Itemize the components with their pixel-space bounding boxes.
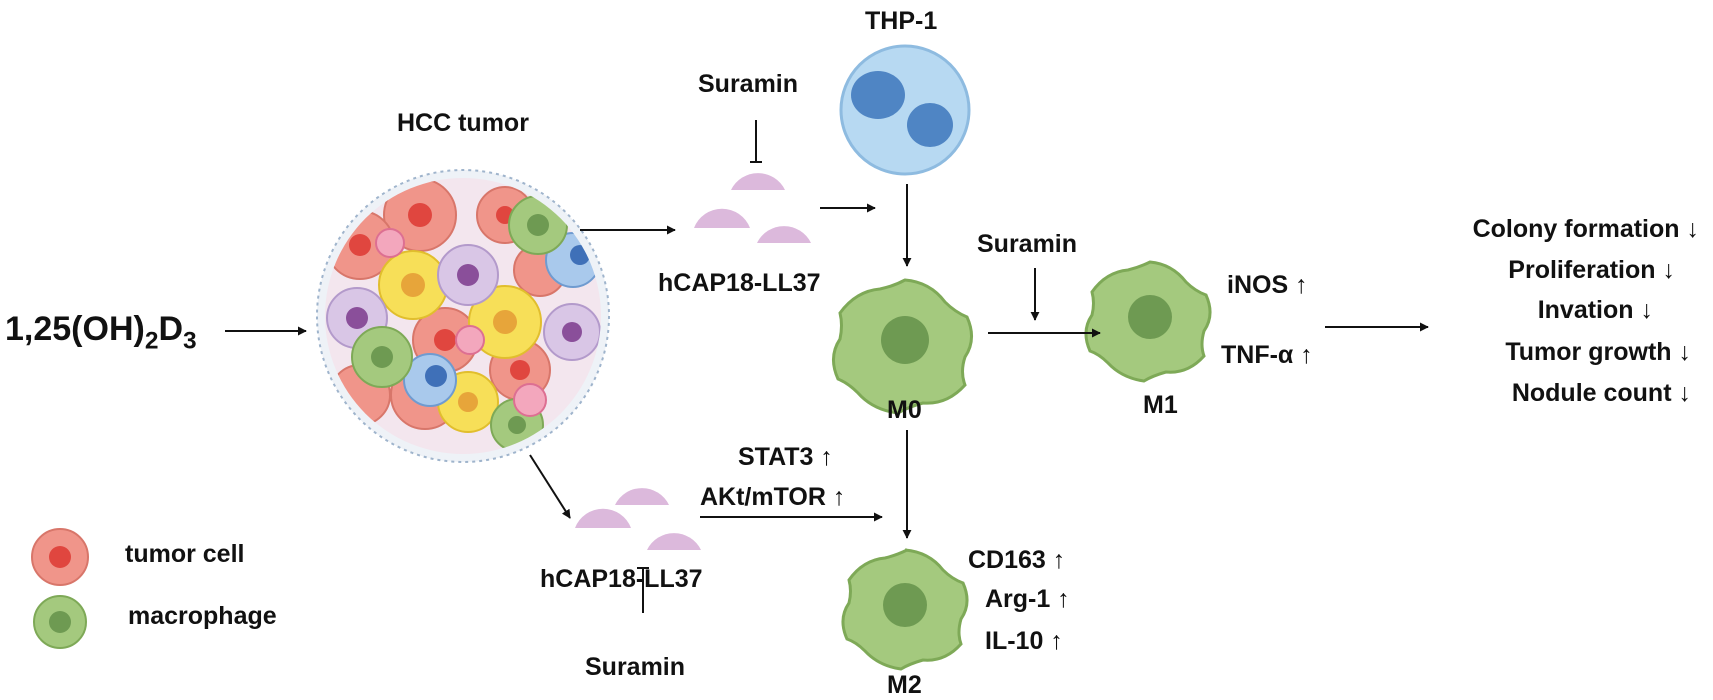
legend-macrophage-label: macrophage bbox=[128, 602, 277, 630]
legend-macrophage-icon bbox=[33, 595, 87, 649]
peptide-group-bottom bbox=[575, 488, 701, 550]
m1-marker-inos: iNOS ↑ bbox=[1227, 273, 1308, 298]
compound-prefix: 1,25(OH) bbox=[5, 310, 145, 348]
up-arrow-icon: ↑ bbox=[1052, 546, 1066, 574]
outcome-tumor-growth: Tumor growth ↓ bbox=[1505, 340, 1691, 365]
m2-marker-arg1-text: Arg-1 bbox=[985, 585, 1051, 613]
outcome-invation: Invation ↓ bbox=[1538, 298, 1653, 323]
up-arrow-icon: ↑ bbox=[1300, 341, 1313, 369]
macrophage-m2 bbox=[841, 548, 969, 671]
up-arrow-icon: ↑ bbox=[1295, 271, 1308, 299]
m1-label: M1 bbox=[1143, 391, 1178, 419]
peptide-bottom-label: hCAP18-LL37 bbox=[540, 565, 703, 593]
outcome-text: Invation bbox=[1537, 296, 1634, 324]
hcc-tumor-mass bbox=[316, 169, 610, 463]
akt-mtor-text: AKt/mTOR bbox=[700, 483, 826, 511]
suramin-top-label: Suramin bbox=[698, 70, 799, 98]
m2-marker-il10: IL-10 ↑ bbox=[985, 629, 1063, 654]
thp1-cell bbox=[839, 44, 971, 176]
m1-marker-inos-text: iNOS bbox=[1227, 271, 1289, 299]
up-arrow-icon: ↑ bbox=[832, 483, 846, 511]
outcome-colony-formation: Colony formation ↓ bbox=[1473, 217, 1699, 242]
down-arrow-icon: ↓ bbox=[1662, 256, 1676, 284]
outcome-nodule-count: Nodule count ↓ bbox=[1512, 381, 1691, 406]
down-arrow-icon: ↓ bbox=[1640, 296, 1654, 324]
m2-marker-il10-text: IL-10 bbox=[985, 627, 1044, 655]
macrophage-m0 bbox=[832, 278, 973, 415]
m1-marker-tnf-text: TNF-α bbox=[1221, 341, 1294, 369]
compound-label: 1,25(OH)2D3 bbox=[5, 312, 197, 354]
compound-mid: D bbox=[158, 310, 183, 348]
m2-label: M2 bbox=[887, 671, 922, 699]
up-arrow-icon: ↑ bbox=[820, 443, 833, 471]
compound-sub2: 3 bbox=[183, 327, 197, 355]
peptide-top-label: hCAP18-LL37 bbox=[658, 269, 821, 297]
up-arrow-icon: ↑ bbox=[1050, 627, 1063, 655]
m0-label: M0 bbox=[887, 396, 922, 424]
suramin-bottom-label: Suramin bbox=[585, 653, 686, 681]
akt-mtor-label: AKt/mTOR ↑ bbox=[700, 485, 845, 510]
outcome-text: Nodule count bbox=[1511, 379, 1672, 407]
suramin-mid-label: Suramin bbox=[977, 230, 1078, 258]
down-arrow-icon: ↓ bbox=[1678, 338, 1692, 366]
outcome-text: Colony formation bbox=[1472, 215, 1680, 243]
down-arrow-icon: ↓ bbox=[1686, 215, 1700, 243]
arrow-tumor-to-peptide-bottom bbox=[529, 454, 571, 519]
outcome-text: Proliferation bbox=[1508, 256, 1656, 284]
m2-marker-arg1: Arg-1 ↑ bbox=[985, 587, 1070, 612]
outcome-proliferation: Proliferation ↓ bbox=[1508, 258, 1675, 283]
up-arrow-icon: ↑ bbox=[1057, 585, 1070, 613]
macrophage-m1 bbox=[1084, 260, 1212, 383]
legend-tumor-cell-icon bbox=[31, 528, 89, 586]
peptide-group-top bbox=[694, 173, 811, 243]
thp1-label: THP-1 bbox=[865, 7, 938, 35]
compound-sub1: 2 bbox=[144, 327, 159, 355]
down-arrow-icon: ↓ bbox=[1678, 379, 1692, 407]
legend-tumor-cell-label: tumor cell bbox=[125, 540, 245, 568]
m2-marker-cd163: CD163 ↑ bbox=[968, 548, 1065, 573]
outcome-text: Tumor growth bbox=[1505, 338, 1672, 366]
hcc-tumor-title: HCC tumor bbox=[397, 109, 529, 137]
m1-marker-tnf: TNF-α ↑ bbox=[1221, 343, 1313, 368]
m2-marker-cd163-text: CD163 bbox=[968, 546, 1046, 574]
stat3-label: STAT3 ↑ bbox=[738, 445, 833, 470]
stat3-text: STAT3 bbox=[738, 443, 814, 471]
